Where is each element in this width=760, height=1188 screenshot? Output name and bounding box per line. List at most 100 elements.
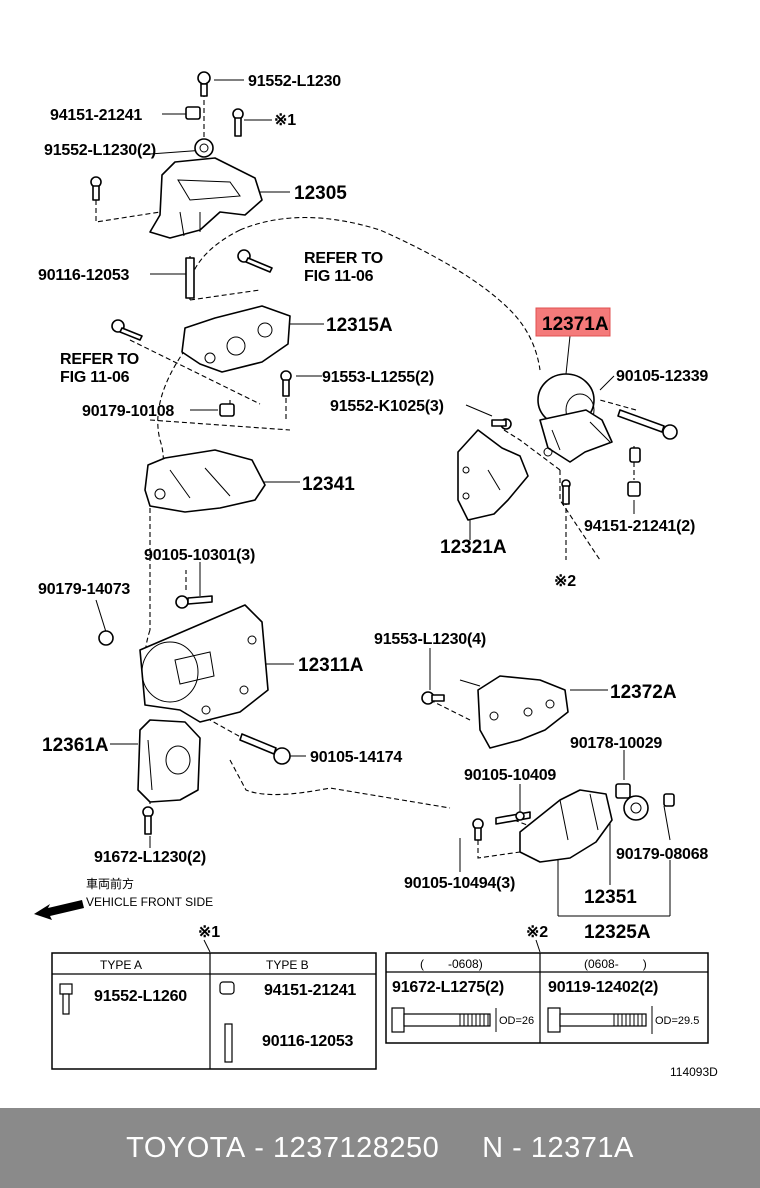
table-note1: TYPE A TYPE B 91552-L1260 94151-21241 90… <box>51 952 377 1070</box>
footer-bar: TOYOTA - 1237128250 N - 12371A <box>0 1108 760 1188</box>
label-94151-21241: 94151-21241 <box>50 107 142 124</box>
label-90179-08068: 90179-08068 <box>616 846 708 863</box>
footer-ref: 12371A <box>530 1131 634 1164</box>
highlight-box-12371A <box>535 307 611 337</box>
label-90116-12053: 90116-12053 <box>38 267 130 284</box>
label-12321A: 12321A <box>440 537 507 558</box>
bolt-90105-10494 <box>472 818 484 841</box>
nut-90179-08068 <box>663 793 675 807</box>
label-90105-10409: 90105-10409 <box>464 767 556 784</box>
label-12315A: 12315A <box>326 315 393 336</box>
table2-col2-head: (0608- ) <box>584 957 647 971</box>
label-note2-table: ※2 <box>526 924 548 941</box>
part-12321A-bracket <box>457 429 529 521</box>
bushing-90178 <box>615 783 649 821</box>
table2-col1-od: OD=26 <box>499 1015 534 1027</box>
label-90105-12339: 90105-12339 <box>616 368 708 385</box>
bolt-90105-10409 <box>495 811 531 825</box>
labels: 91552-L1230 94151-21241 ※1 91552-L1230(2… <box>38 73 718 1079</box>
stud-icon <box>224 1023 233 1063</box>
nut-94151-21241-2 <box>627 447 641 497</box>
bolt-91553-L1230-4 <box>421 691 445 705</box>
part-12311A-bracket <box>139 604 269 723</box>
label-front-en: VEHICLE FRONT SIDE <box>86 895 213 909</box>
leader-lines <box>95 79 671 953</box>
label-12372A: 12372A <box>610 682 677 703</box>
table1-b-part1: 94151-21241 <box>264 982 356 999</box>
long-bolt-icon <box>391 1007 497 1033</box>
label-94151-21241-2: 94151-21241(2) <box>584 518 695 535</box>
label-12325A: 12325A <box>584 922 651 943</box>
label-90105-10494-3: 90105-10494(3) <box>404 875 515 892</box>
bolt-91672-L1230 <box>142 806 154 835</box>
nut-icon <box>219 981 235 995</box>
label-90105-10301-3: 90105-10301(3) <box>144 547 255 564</box>
footer-sep2: - <box>503 1131 531 1164</box>
footer-n-prefix: N <box>482 1131 504 1164</box>
label-91552-K1025-3: 91552-K1025(3) <box>330 398 444 415</box>
bolt-refer-b <box>111 319 143 341</box>
table1-type-b: TYPE B <box>266 958 309 972</box>
part-12341-bracket <box>144 449 266 513</box>
label-12361A: 12361A <box>42 735 109 756</box>
nut-90179-14073 <box>98 630 114 646</box>
table2-col2-part: 90119-12402(2) <box>548 979 658 996</box>
label-12341: 12341 <box>302 474 355 495</box>
part-12351-bracket <box>519 789 613 863</box>
label-refer-fig-a1: REFER TO <box>304 250 383 267</box>
label-91553-L1230-4: 91553-L1230(4) <box>374 631 486 648</box>
bolt-90105-10301 <box>175 595 213 609</box>
label-refer-fig-b1: REFER TO <box>60 351 139 368</box>
label-note1-table: ※1 <box>198 924 220 941</box>
nut-94151 <box>185 106 201 120</box>
footer-part-number: 1237128250 <box>273 1131 440 1164</box>
label-90179-14073: 90179-14073 <box>38 581 130 598</box>
footer-gap <box>439 1132 482 1165</box>
bolt-left-91552 <box>90 176 102 201</box>
footer-sep1: - <box>245 1131 273 1164</box>
bolt-90105-12339 <box>617 409 678 440</box>
bolt-note1 <box>232 108 244 137</box>
label-12351: 12351 <box>584 887 637 908</box>
long-bolt-icon <box>547 1006 653 1034</box>
label-91552-L1230-top: 91552-L1230 <box>248 73 341 90</box>
bolt-refer-a <box>237 249 273 273</box>
label-90179-10108: 90179-10108 <box>82 403 174 420</box>
label-refer-fig-b2: FIG 11-06 <box>60 369 130 386</box>
label-91553-L1255-2: 91553-L1255(2) <box>322 369 434 386</box>
label-91672-L1230-2: 91672-L1230(2) <box>94 849 206 866</box>
bolt-91552-K1025 <box>491 418 512 430</box>
vehicle-front-arrow-icon <box>34 900 84 920</box>
label-note2-mid: ※2 <box>554 573 576 590</box>
table1-a-part: 91552-L1260 <box>94 988 187 1005</box>
bolt-icon <box>59 983 73 1015</box>
label-front-jp: 車両前方 <box>86 876 134 891</box>
table2-col1-head: ( -0608) <box>420 957 483 971</box>
bolt-90105-14174 <box>239 733 291 765</box>
footer-brand: TOYOTA <box>126 1131 246 1164</box>
part-12371A-mount <box>537 373 613 463</box>
label-90178-10029: 90178-10029 <box>570 735 662 752</box>
bolt-91552-top <box>197 71 211 97</box>
bolt-note2 <box>561 479 571 505</box>
label-diagram-code: 114093D <box>670 1065 718 1079</box>
nut-90179-10108 <box>219 403 235 417</box>
part-12372A-bracket <box>459 675 569 749</box>
table-note2: ( -0608) (0608- ) 91672-L1275(2) 90119-1… <box>385 952 709 1044</box>
label-90105-14174: 90105-14174 <box>310 749 402 766</box>
parts-diagram: 91552-L1230 94151-21241 ※1 91552-L1230(2… <box>34 71 718 1079</box>
label-refer-fig-a2: FIG 11-06 <box>304 268 374 285</box>
bolt-91553-L1255 <box>280 370 292 397</box>
label-12371A: 12371A <box>542 314 609 335</box>
table2-col1-part: 91672-L1275(2) <box>392 979 504 996</box>
table1-type-a: TYPE A <box>100 958 142 972</box>
table2-col2-od: OD=29.5 <box>655 1015 699 1027</box>
table1-b-part2: 90116-12053 <box>262 1033 354 1050</box>
label-12305: 12305 <box>294 183 347 204</box>
label-note1-top: ※1 <box>274 112 296 129</box>
part-12361A-mount <box>137 719 201 803</box>
stud-90116 <box>185 257 195 299</box>
part-12315A-bracket <box>181 305 291 373</box>
label-91552-L1230-2: 91552-L1230(2) <box>44 142 156 159</box>
part-12305-bracket <box>149 138 263 239</box>
